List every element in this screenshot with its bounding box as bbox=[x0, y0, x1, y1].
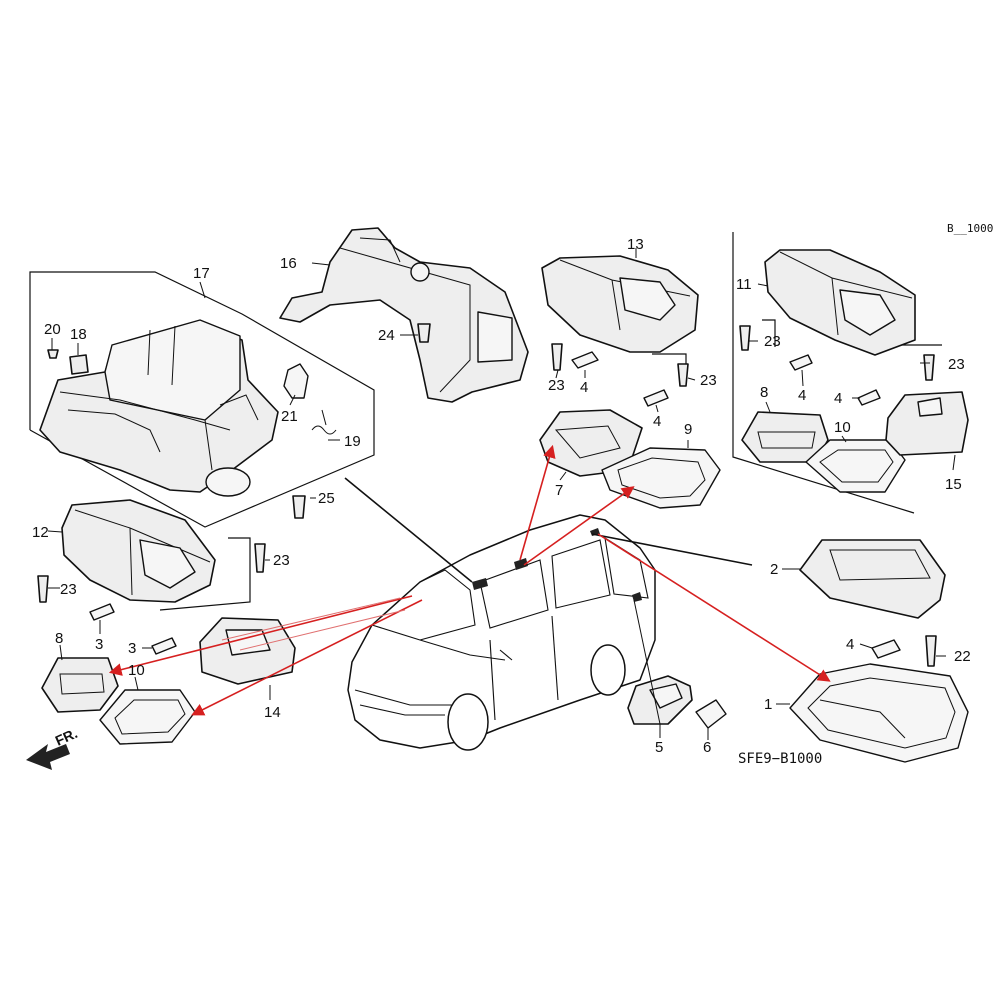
callout-3-front-b: 3 bbox=[128, 640, 136, 657]
bulb-3-front-a bbox=[89, 603, 115, 621]
callout-13: 13 bbox=[627, 236, 644, 253]
callout-2: 2 bbox=[770, 561, 778, 578]
lamp-2 bbox=[799, 539, 946, 619]
callout-23-front-right: 23 bbox=[273, 552, 290, 569]
front-direction-label: FR. bbox=[53, 725, 80, 749]
switch-5 bbox=[627, 675, 693, 725]
rear-group-box bbox=[732, 232, 915, 514]
callout-4-rear-a: 4 bbox=[798, 387, 806, 404]
callout-23-rear-left: 23 bbox=[764, 333, 781, 350]
callout-21: 21 bbox=[281, 408, 298, 425]
callout-24: 24 bbox=[378, 327, 395, 344]
red-location-arrows bbox=[108, 444, 831, 716]
bulb-4-rear-a bbox=[789, 354, 813, 371]
overhead-console-housing bbox=[39, 319, 279, 497]
front-lamp-box bbox=[159, 537, 251, 611]
callout-7: 7 bbox=[555, 482, 563, 499]
callout-14: 14 bbox=[264, 704, 281, 721]
callout-23-middle-right: 23 bbox=[700, 372, 717, 389]
callout-6: 6 bbox=[703, 739, 711, 756]
callout-23-front-left: 23 bbox=[60, 581, 77, 598]
callout-10-front: 10 bbox=[128, 662, 145, 679]
callout-15: 15 bbox=[945, 476, 962, 493]
page-code: B__1000 bbox=[947, 222, 993, 235]
callout-8-rear: 8 bbox=[760, 384, 768, 401]
callout-12: 12 bbox=[32, 524, 49, 541]
callout-8-front: 8 bbox=[55, 630, 63, 647]
callout-4-middle-a: 4 bbox=[580, 379, 588, 396]
callout-4-middle-b: 4 bbox=[653, 413, 661, 430]
middle-lamp-assembly bbox=[541, 255, 699, 353]
front-lamp-assembly-12 bbox=[61, 499, 216, 603]
lens-1 bbox=[789, 663, 969, 763]
callout-23-middle-left: 23 bbox=[548, 377, 565, 394]
rear-lamp-assembly-11 bbox=[764, 249, 916, 356]
bracket-21 bbox=[283, 363, 309, 399]
lens-8-rear bbox=[741, 411, 829, 463]
screw-23-middle-left bbox=[551, 343, 563, 371]
roof-bracket bbox=[279, 227, 529, 403]
lens-10-rear bbox=[805, 439, 906, 493]
front-direction-marker: FR. bbox=[26, 725, 80, 770]
clip-18 bbox=[69, 354, 89, 375]
callout-19: 19 bbox=[344, 433, 361, 450]
bulb-6 bbox=[695, 699, 727, 729]
bulb-3-front-b bbox=[151, 637, 177, 655]
callout-4-rear-b: 4 bbox=[834, 390, 842, 407]
lens-10-front bbox=[99, 689, 196, 745]
callout-5: 5 bbox=[655, 739, 663, 756]
lamp-15 bbox=[885, 391, 969, 456]
bulb-4-right bbox=[871, 639, 901, 659]
screw-23-front-left bbox=[37, 575, 49, 603]
screw-23-rear-right bbox=[923, 354, 935, 381]
callout-10-rear: 10 bbox=[834, 419, 851, 436]
middle-lamp-box bbox=[652, 353, 687, 365]
callout-17: 17 bbox=[193, 265, 210, 282]
screw-23-front-right bbox=[254, 543, 266, 573]
callout-11: 11 bbox=[736, 276, 752, 293]
leader-lines bbox=[47, 248, 956, 740]
screw-20 bbox=[47, 349, 59, 359]
callout-20: 20 bbox=[44, 321, 61, 338]
callout-3-front-a: 3 bbox=[95, 636, 103, 653]
bulb-4-rear-b bbox=[857, 389, 881, 406]
car-leaders bbox=[344, 477, 753, 583]
callout-23-rear-right: 23 bbox=[948, 356, 965, 373]
bulb-4-middle-b bbox=[643, 389, 669, 407]
spring-19 bbox=[311, 409, 337, 435]
lamp-14 bbox=[199, 617, 296, 685]
callout-1: 1 bbox=[764, 696, 772, 713]
screw-22 bbox=[925, 635, 937, 667]
lens-8-front bbox=[41, 657, 119, 713]
bulb-4-middle-a bbox=[571, 351, 599, 369]
callout-18: 18 bbox=[70, 326, 87, 343]
screw-23-middle-right bbox=[677, 363, 689, 387]
console-group-box bbox=[29, 271, 375, 528]
screw-24 bbox=[417, 323, 431, 343]
lens-7 bbox=[539, 409, 643, 477]
screw-23-rear-left bbox=[739, 325, 751, 351]
callout-25: 25 bbox=[318, 490, 335, 507]
callout-labels: 16 17 20 18 21 19 24 25 13 11 23 23 23 4… bbox=[32, 236, 971, 756]
callout-22: 22 bbox=[954, 648, 971, 665]
callout-4-right: 4 bbox=[846, 636, 854, 653]
minivan-outline bbox=[347, 514, 656, 751]
callout-9: 9 bbox=[684, 421, 692, 438]
screw-25 bbox=[292, 495, 306, 519]
callout-16: 16 bbox=[280, 255, 297, 272]
diagram-code: SFE9−B1000 bbox=[738, 751, 822, 767]
